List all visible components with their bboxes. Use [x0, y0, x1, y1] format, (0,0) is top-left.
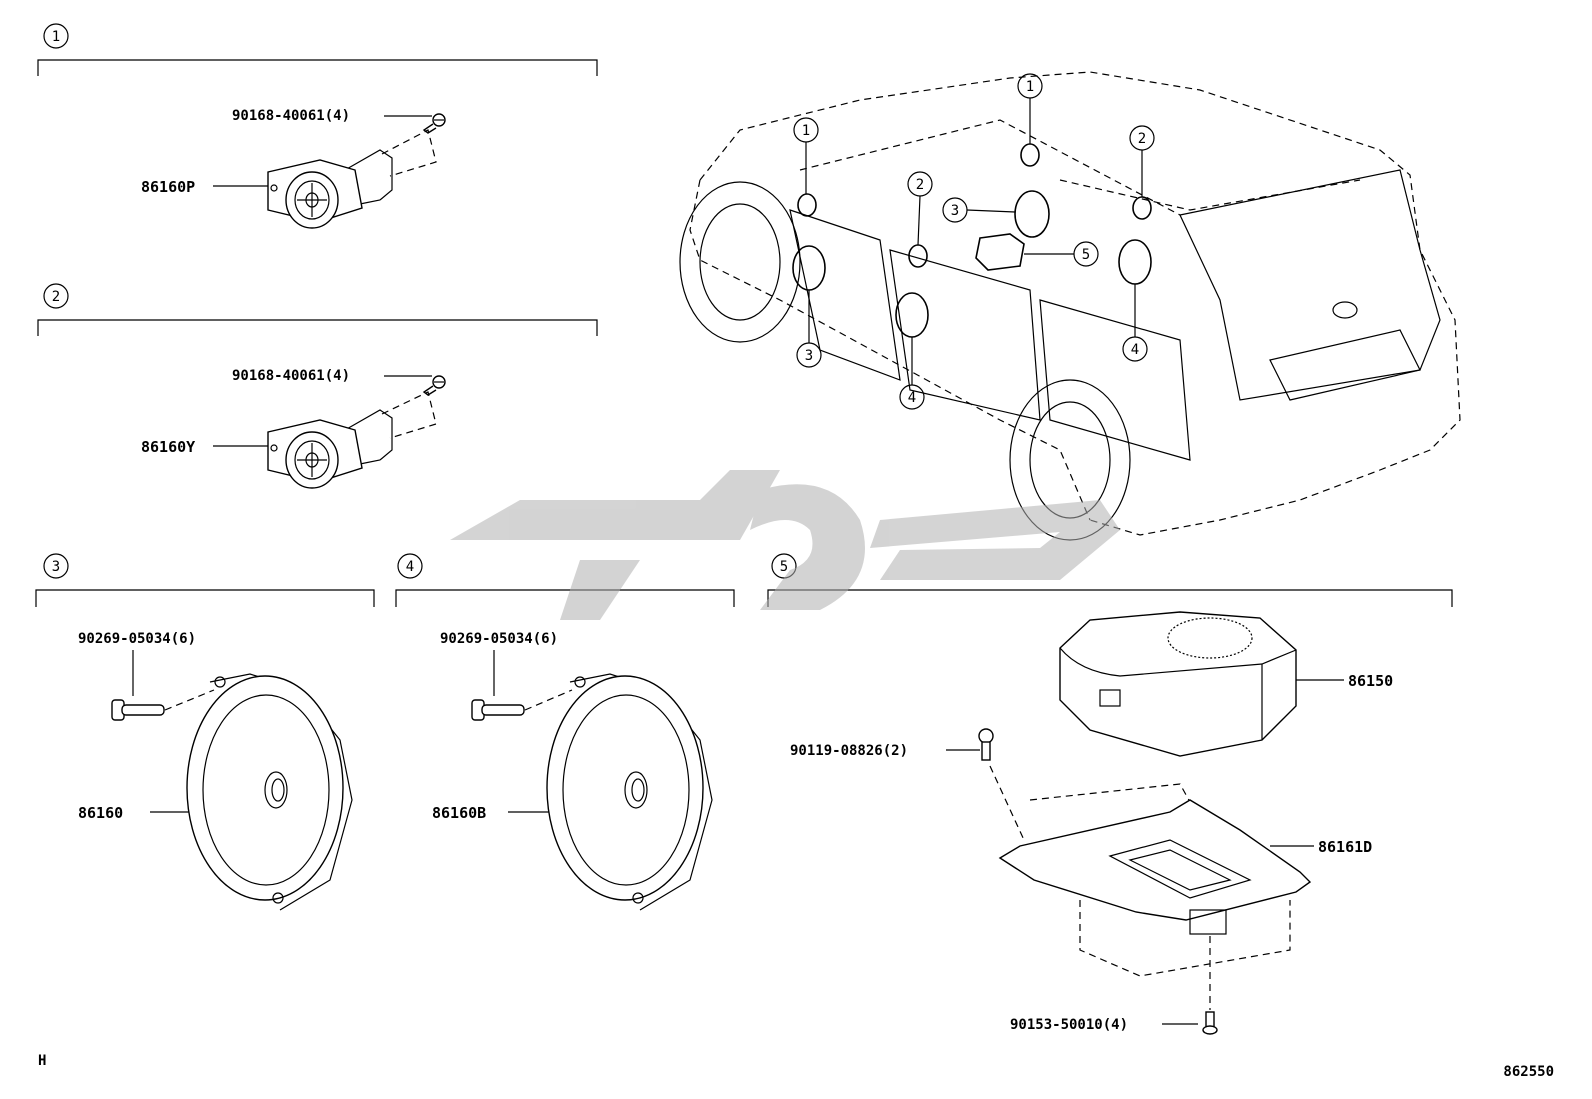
section-2-bracket — [37, 319, 598, 336]
section-1: 1 90168-40061(4) 86160P — [37, 23, 598, 229]
part-label-90269-05034-a: 90269-05034(6) — [78, 631, 196, 647]
svg-text:1: 1 — [802, 123, 810, 139]
bracket-86161D-icon — [998, 799, 1312, 935]
svg-text:1: 1 — [1026, 79, 1034, 95]
section-5-number: 5 — [780, 559, 788, 575]
watermark-logo — [450, 470, 1120, 620]
callout-3: 3 — [942, 197, 1016, 223]
tweeter-icon — [267, 409, 393, 489]
section-2-marker — [43, 283, 69, 309]
illustration-number: 862550 — [1503, 1064, 1554, 1080]
callout-3: 3 — [796, 290, 822, 368]
callout-4: 4 — [899, 337, 925, 410]
part-label-90168-40061-b: 90168-40061(4) — [232, 368, 350, 384]
vehicle-diagram: 1 1 2 2 3 3 4 — [679, 71, 1461, 541]
section-2-number: 2 — [52, 289, 60, 305]
bolt-icon — [978, 728, 994, 761]
section-4-number: 4 — [406, 559, 414, 575]
section-1-number: 1 — [52, 29, 60, 45]
section-4-marker — [397, 553, 423, 579]
callout-1: 1 — [793, 117, 819, 194]
svg-text:2: 2 — [1138, 131, 1146, 147]
svg-text:3: 3 — [951, 203, 959, 219]
section-4: 4 90269-05034(6) 86160B — [395, 553, 735, 911]
clip-icon — [111, 699, 165, 721]
tweeter-icon — [267, 149, 393, 229]
callout-1: 1 — [1017, 73, 1043, 144]
clip-icon — [471, 699, 525, 721]
speaker-icon — [546, 673, 713, 911]
part-label-90168-40061-a: 90168-40061(4) — [232, 108, 350, 124]
section-3: 3 90269-05034(6) 86160 — [35, 553, 375, 911]
screw-icon — [422, 113, 446, 134]
callout-5: 5 — [1024, 241, 1099, 267]
callout-2: 2 — [1129, 125, 1155, 197]
part-label-90153-50010: 90153-50010(4) — [1010, 1017, 1128, 1033]
section-2: 2 90168-40061(4) 86160Y — [37, 283, 598, 489]
section-4-bracket — [395, 589, 735, 607]
section-1-bracket — [37, 59, 598, 76]
svg-text:4: 4 — [908, 390, 916, 406]
callout-2: 2 — [907, 171, 933, 246]
section-5-bracket — [767, 589, 1453, 607]
amplifier-icon — [1059, 611, 1297, 757]
part-label-86160B: 86160B — [432, 804, 486, 822]
svg-text:2: 2 — [916, 177, 924, 193]
section-3-marker — [43, 553, 69, 579]
svg-text:4: 4 — [1131, 342, 1139, 358]
part-label-86150: 86150 — [1348, 672, 1393, 690]
part-label-86160P: 86160P — [141, 178, 195, 196]
part-label-90269-05034-b: 90269-05034(6) — [440, 631, 558, 647]
section-5: 5 86150 90119-08826(2) 86161D 901 — [767, 553, 1453, 1035]
bolt-icon — [1202, 1011, 1218, 1035]
part-label-86160Y: 86160Y — [141, 438, 195, 456]
part-label-90119-08826: 90119-08826(2) — [790, 743, 908, 759]
part-label-86161D: 86161D — [1318, 838, 1372, 856]
speaker-icon — [186, 673, 353, 911]
corner-label-left: H — [38, 1053, 46, 1069]
svg-text:3: 3 — [805, 348, 813, 364]
part-label-86160: 86160 — [78, 804, 123, 822]
section-3-bracket — [35, 589, 375, 607]
section-3-number: 3 — [52, 559, 60, 575]
section-1-marker — [43, 23, 69, 49]
callout-4: 4 — [1122, 284, 1148, 362]
svg-text:5: 5 — [1082, 247, 1090, 263]
